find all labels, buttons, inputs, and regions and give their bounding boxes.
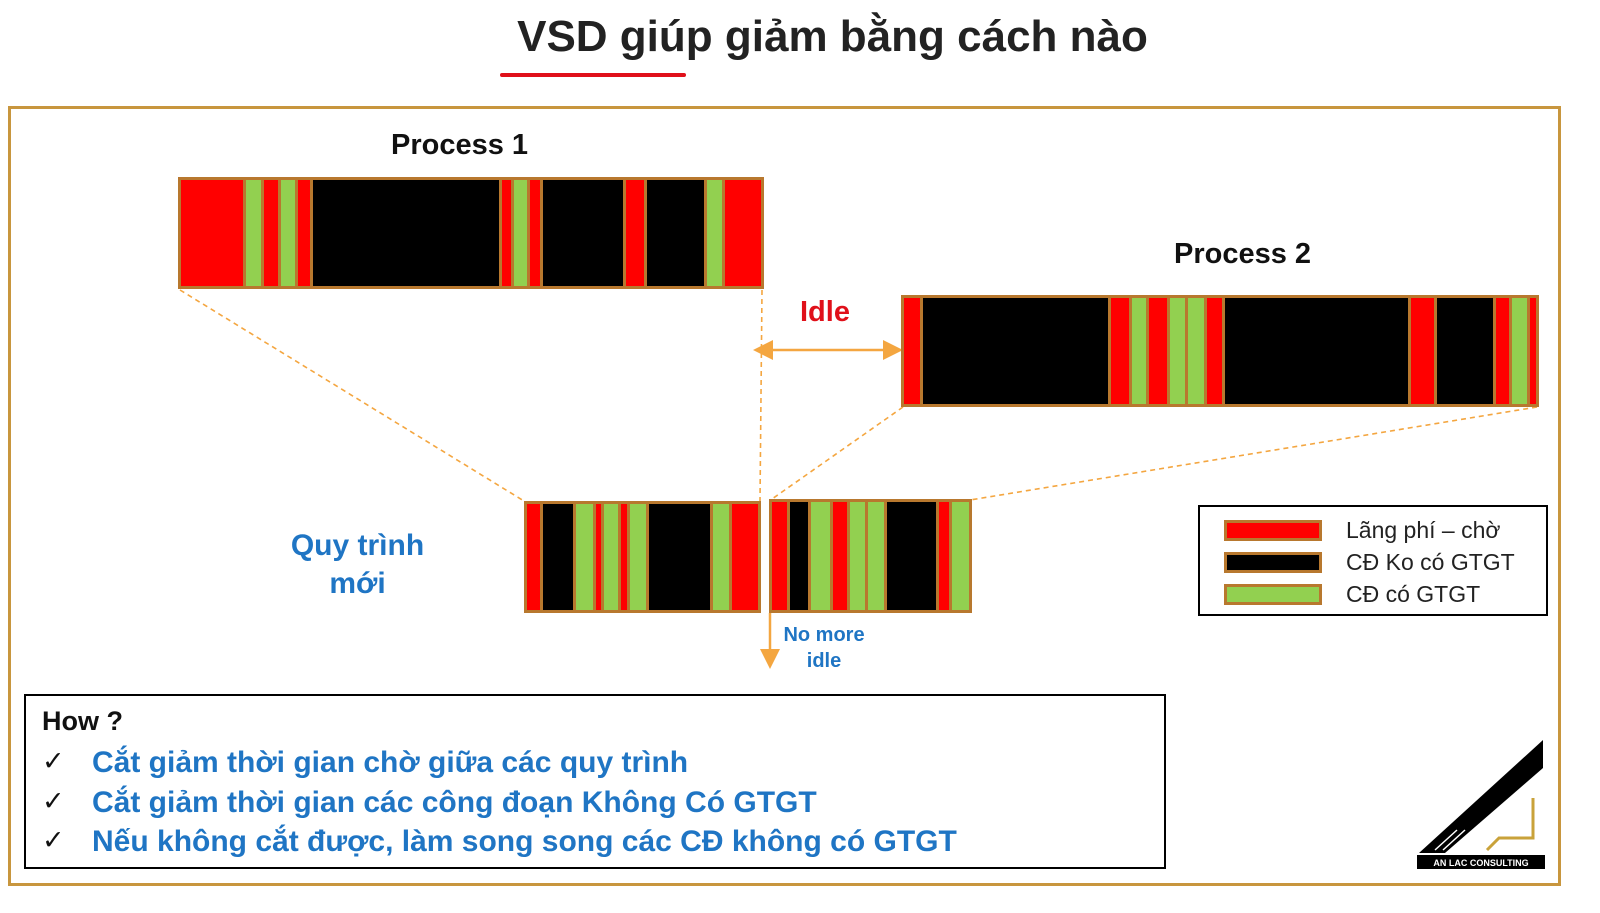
how-title: How ? xyxy=(42,706,123,736)
segment-va xyxy=(1131,298,1147,404)
segment-waste xyxy=(731,504,759,610)
how-item-text: Nếu không cắt được, làm song song các CĐ… xyxy=(92,825,957,858)
segment-waste xyxy=(1149,298,1167,404)
how-item: ✓ Cắt giảm thời gian chờ giữa các quy trì… xyxy=(42,746,688,780)
segment-nva xyxy=(887,502,937,610)
segment-waste xyxy=(1410,298,1434,404)
how-item-text: Cắt giảm thời gian các công đoạn Không C… xyxy=(92,786,817,819)
check-icon: ✓ xyxy=(42,825,65,855)
segment-waste xyxy=(1206,298,1223,404)
segment-nva xyxy=(646,180,705,286)
segment-va xyxy=(811,502,831,610)
new-process-bar-part2 xyxy=(769,499,972,613)
segment-waste xyxy=(527,504,541,610)
legend-swatch-nva xyxy=(1224,552,1322,573)
dashed-connector xyxy=(771,406,904,500)
legend-item-va: CĐ có GTGT xyxy=(1224,581,1480,608)
segment-nva xyxy=(1225,298,1408,404)
segment-waste xyxy=(724,180,762,286)
segment-nva xyxy=(1436,298,1494,404)
segment-va xyxy=(629,504,646,610)
segment-nva xyxy=(923,298,1109,404)
segment-waste xyxy=(298,180,310,286)
logo-text: AN LAC CONSULTING xyxy=(1433,858,1528,868)
legend-label: CĐ Ko có GTGT xyxy=(1346,549,1515,575)
new-process-label: Quy trình mới xyxy=(270,527,445,603)
how-item: ✓ Nếu không cắt được, làm song song các C… xyxy=(42,825,957,859)
segment-waste xyxy=(501,180,511,286)
segment-va xyxy=(952,502,969,610)
segment-va xyxy=(1188,298,1204,404)
process1-bar xyxy=(178,177,764,289)
legend-label: Lãng phí – chờ xyxy=(1346,517,1501,543)
no-more-idle-line1: No more xyxy=(783,624,865,646)
segment-va xyxy=(712,504,729,610)
diagram-frame xyxy=(8,106,1561,886)
segment-waste xyxy=(833,502,847,610)
segment-va xyxy=(513,180,528,286)
segment-va xyxy=(576,504,593,610)
segment-nva xyxy=(543,504,574,610)
process2-bar xyxy=(901,295,1539,407)
slide-title: VSD giúp giảm bằng cách nào xyxy=(517,12,1148,61)
segment-va xyxy=(604,504,619,610)
legend-swatch-va xyxy=(1224,584,1322,605)
segment-va xyxy=(1169,298,1186,404)
segment-nva xyxy=(648,504,710,610)
segment-waste xyxy=(939,502,950,610)
dashed-connector xyxy=(759,289,763,502)
how-item-text: Cắt giảm thời gian chờ giữa các quy trìn… xyxy=(92,746,689,779)
how-box: How ? ✓ Cắt giảm thời gian chờ giữa các q… xyxy=(24,694,1166,869)
legend-item-nva: CĐ Ko có GTGT xyxy=(1224,549,1515,576)
title-underline xyxy=(500,73,686,77)
segment-waste xyxy=(904,298,921,404)
an-lac-logo: AN LAC CONSULTING xyxy=(1417,740,1545,869)
segment-nva xyxy=(789,502,809,610)
segment-waste xyxy=(626,180,644,286)
dashed-connector xyxy=(179,289,525,502)
segment-nva xyxy=(312,180,499,286)
check-icon: ✓ xyxy=(42,746,65,776)
segment-nva xyxy=(542,180,624,286)
segment-waste xyxy=(772,502,787,610)
process2-label: Process 2 xyxy=(1174,238,1312,270)
segment-waste xyxy=(530,180,540,286)
segment-va xyxy=(245,180,262,286)
new-process-label-line1: Quy trình xyxy=(290,529,425,562)
legend-item-waste: Lãng phí – chờ xyxy=(1224,517,1500,544)
segment-va xyxy=(707,180,722,286)
no-more-idle-label: No more idle xyxy=(770,622,878,674)
check-icon: ✓ xyxy=(42,786,65,816)
segment-waste xyxy=(1496,298,1510,404)
segment-waste xyxy=(595,504,602,610)
segment-va xyxy=(280,180,296,286)
how-item: ✓ Cắt giảm thời gian các công đoạn Không … xyxy=(42,786,817,820)
segment-waste xyxy=(1529,298,1537,404)
segment-waste xyxy=(264,180,278,286)
segment-va xyxy=(1512,298,1527,404)
process1-label: Process 1 xyxy=(391,129,529,161)
dashed-connector xyxy=(969,406,1538,501)
new-process-label-line2: mới xyxy=(329,567,386,600)
segment-waste xyxy=(621,504,627,610)
legend-label: CĐ có GTGT xyxy=(1346,581,1481,607)
segment-va xyxy=(868,502,885,610)
legend-swatch-waste xyxy=(1224,520,1322,541)
segment-va xyxy=(849,502,866,610)
segment-waste xyxy=(181,180,243,286)
idle-label: Idle xyxy=(800,296,850,328)
segment-waste xyxy=(1111,298,1129,404)
new-process-bar-part1 xyxy=(524,501,761,613)
no-more-idle-line2: idle xyxy=(806,650,842,672)
legend: Lãng phí – chờ CĐ Ko có GTGT CĐ có GTGT xyxy=(1198,505,1548,616)
